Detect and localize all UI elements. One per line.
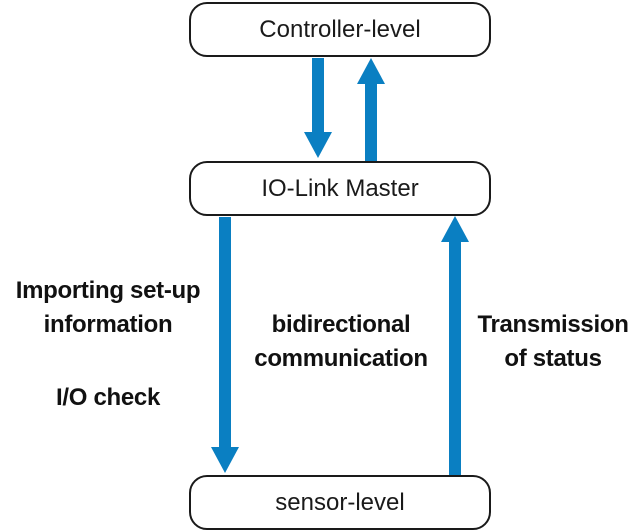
bidirectional-communication-label: bidirectional communication	[236, 308, 446, 376]
transmission-line: Transmission	[477, 311, 629, 338]
arrow-controller-to-master	[304, 58, 332, 158]
bidirectional-line: bidirectional	[271, 311, 411, 338]
arrow-master-to-sensor	[211, 217, 239, 473]
transmission-of-status-label: Transmission of status	[466, 308, 640, 376]
io-link-master-box: IO-Link Master	[189, 161, 491, 216]
importing-setup-information-label: Importing set-up information	[0, 274, 216, 342]
information-line: information	[43, 311, 173, 338]
sensor-level-label: sensor-level	[275, 488, 405, 516]
io-check-label: I/O check	[0, 381, 216, 415]
controller-level-box: Controller-level	[189, 2, 491, 57]
arrow-master-to-controller	[357, 58, 385, 161]
controller-level-label: Controller-level	[259, 15, 421, 43]
arrow-sensor-to-master	[441, 216, 469, 475]
io-check-line: I/O check	[55, 384, 161, 411]
of-status-line: of status	[504, 345, 602, 372]
sensor-level-box: sensor-level	[189, 475, 491, 530]
importing-setup-line: Importing set-up	[15, 277, 201, 304]
io-link-master-label: IO-Link Master	[261, 174, 419, 202]
communication-line: communication	[254, 345, 428, 372]
